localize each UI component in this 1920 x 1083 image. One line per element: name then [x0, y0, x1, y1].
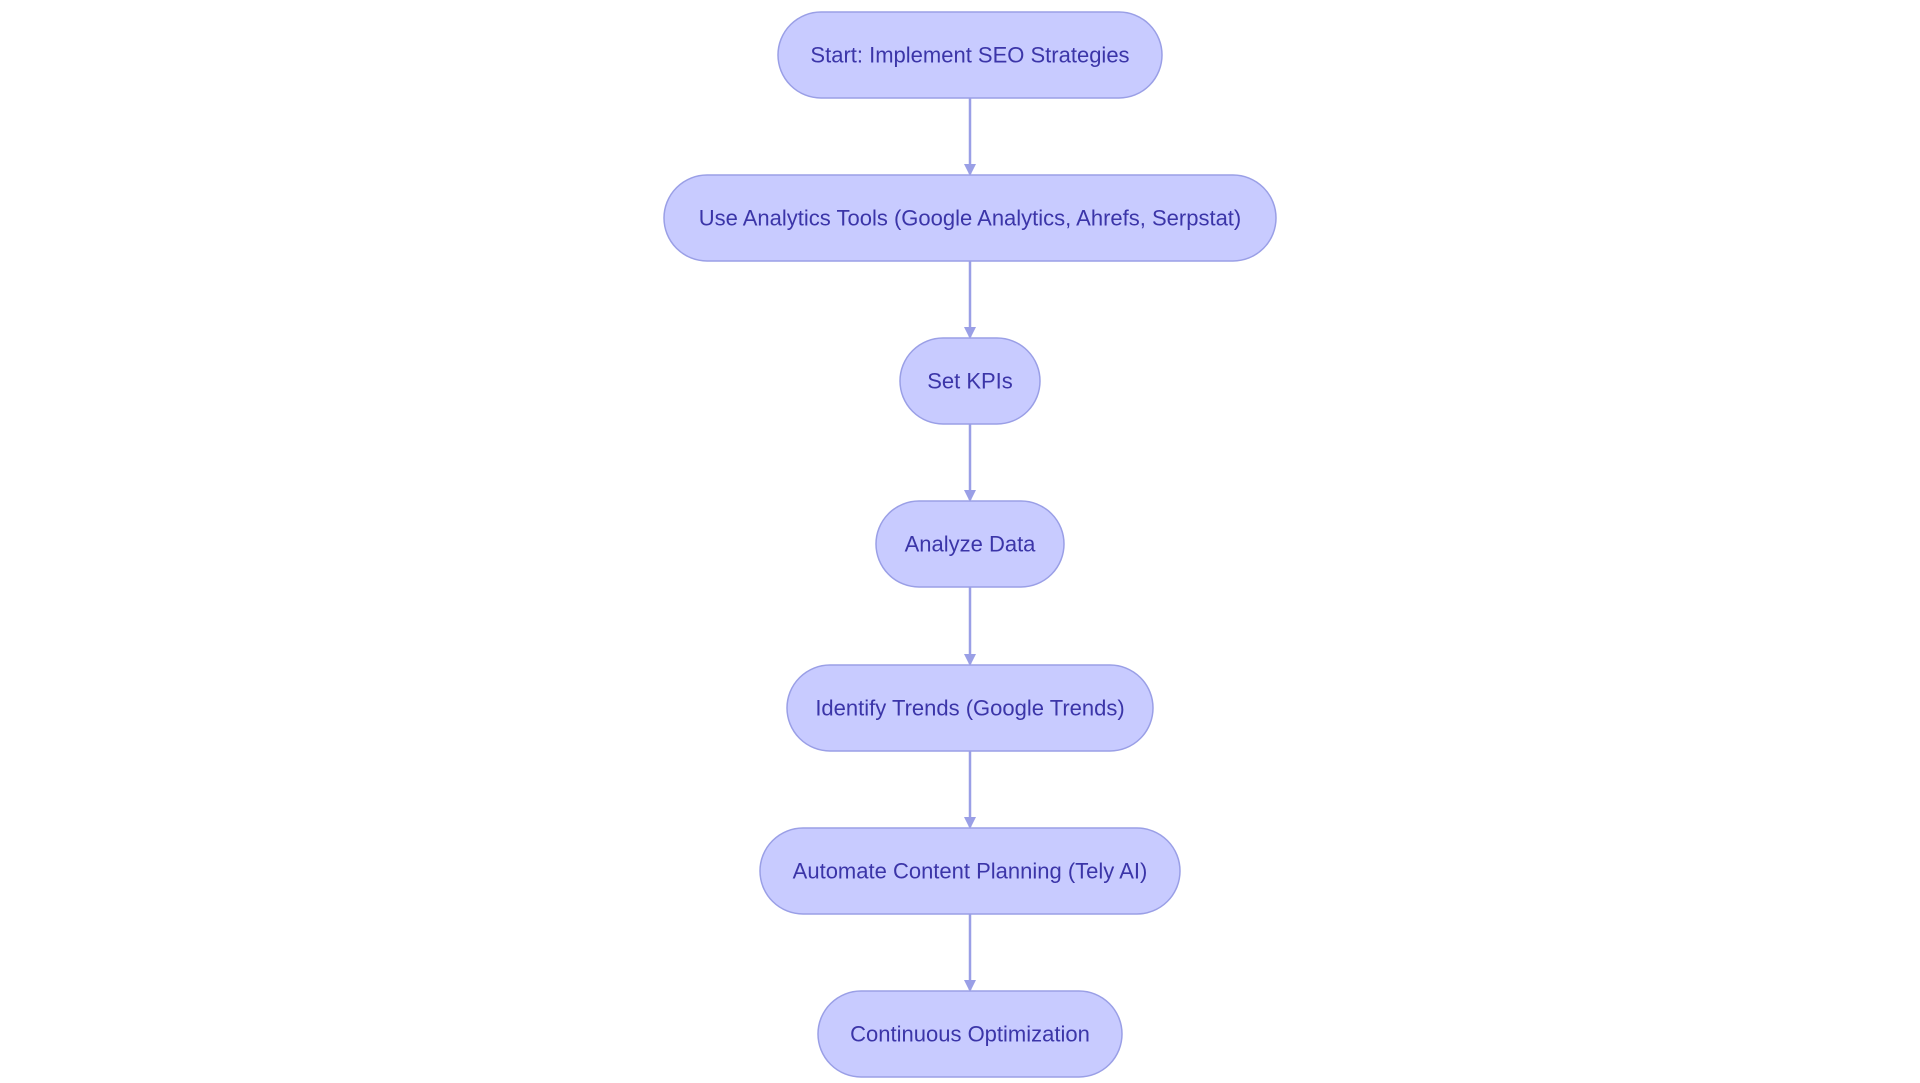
- flow-node-start: Start: Implement SEO Strategies: [777, 11, 1163, 99]
- flow-node-label: Use Analytics Tools (Google Analytics, A…: [699, 206, 1242, 231]
- flow-node-label: Set KPIs: [927, 369, 1013, 394]
- flow-node-trends: Identify Trends (Google Trends): [786, 664, 1154, 752]
- flow-node-shape: [777, 11, 1163, 99]
- flow-node-automate: Automate Content Planning (Tely AI): [759, 827, 1181, 915]
- flow-node-shape: [663, 174, 1277, 262]
- flow-node-label: Start: Implement SEO Strategies: [810, 43, 1129, 68]
- flow-node-analyze: Analyze Data: [875, 500, 1065, 588]
- flow-node-label: Continuous Optimization: [850, 1022, 1090, 1047]
- flow-node-label: Automate Content Planning (Tely AI): [793, 859, 1148, 884]
- flow-node-analytics: Use Analytics Tools (Google Analytics, A…: [663, 174, 1277, 262]
- flow-node-kpis: Set KPIs: [899, 337, 1041, 425]
- flow-node-shape: [786, 664, 1154, 752]
- flow-node-optimize: Continuous Optimization: [817, 990, 1123, 1078]
- flow-node-label: Identify Trends (Google Trends): [815, 696, 1124, 721]
- flow-node-shape: [899, 337, 1041, 425]
- flow-node-shape: [875, 500, 1065, 588]
- flow-node-label: Analyze Data: [905, 532, 1037, 557]
- flow-node-shape: [817, 990, 1123, 1078]
- flow-node-shape: [759, 827, 1181, 915]
